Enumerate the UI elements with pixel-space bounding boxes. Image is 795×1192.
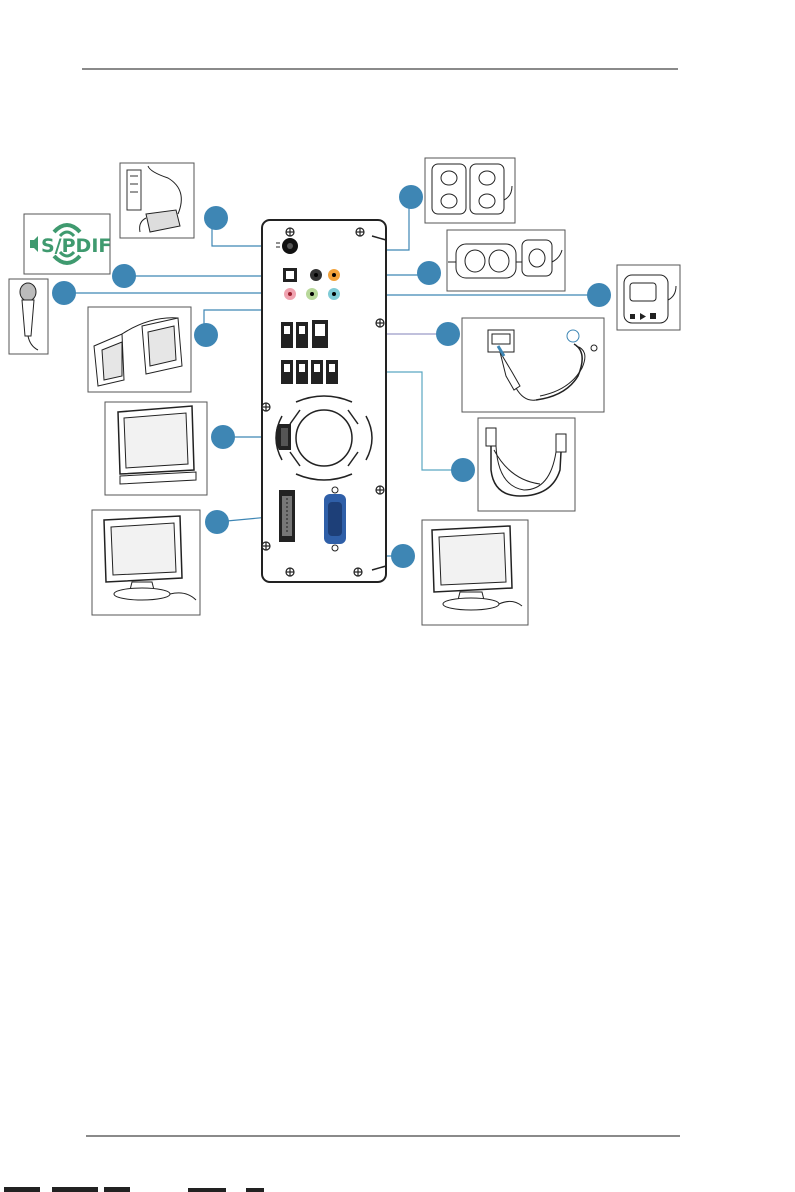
hdmi-port — [276, 424, 291, 450]
line-in-callout — [587, 283, 611, 307]
desktop-speakers-icon — [88, 307, 191, 392]
lan-callout — [436, 322, 460, 346]
dvi-port — [279, 490, 295, 542]
power-adapter-icon — [120, 163, 194, 238]
hdmi-callout — [211, 425, 235, 449]
usb-cable-icon — [478, 418, 575, 511]
microphone-icon — [9, 279, 48, 354]
spdif-logo: S/PDIF — [24, 214, 111, 274]
mic-callout — [52, 281, 76, 305]
footer-cropped-text — [0, 1184, 300, 1192]
hdmi-monitor-icon — [105, 402, 207, 495]
vga-port — [324, 487, 346, 551]
line-out-callout — [194, 323, 218, 347]
power-input-callout — [204, 206, 228, 230]
center-subwoofer-callout — [417, 261, 441, 285]
spdif-logo-text: S/PDIF — [41, 235, 111, 257]
vga-monitor-icon — [422, 520, 528, 625]
vga-callout — [391, 544, 415, 568]
usb-callout — [451, 458, 475, 482]
audio-player-icon — [617, 265, 680, 330]
rear-speaker-callout — [399, 185, 423, 209]
ethernet-cable-icon — [462, 318, 604, 412]
dvi-monitor-icon — [92, 510, 200, 615]
rear-speakers-icon — [425, 158, 515, 223]
spdif-out-callout — [112, 264, 136, 288]
dvi-callout — [205, 510, 229, 534]
center-subwoofer-speakers-icon — [447, 230, 565, 291]
chassis-rear-panel — [262, 220, 386, 582]
lan-port — [312, 320, 328, 348]
